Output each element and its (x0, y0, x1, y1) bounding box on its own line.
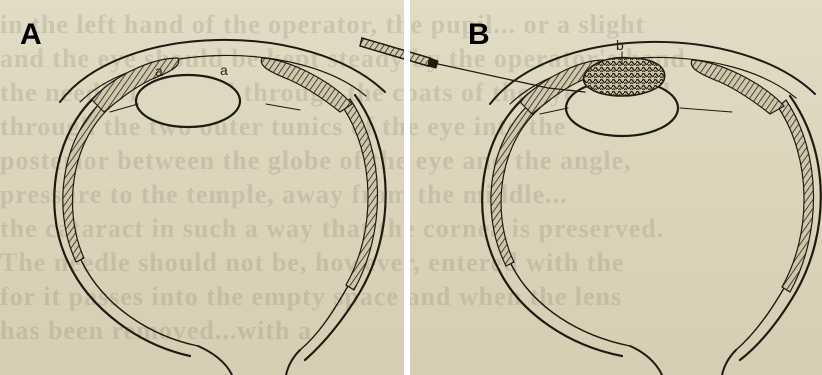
panel-label-b: B (468, 20, 490, 50)
part-label-a-right: a (220, 63, 228, 77)
panel-divider (404, 0, 410, 375)
needle-handle (360, 38, 430, 66)
eye-a (54, 40, 385, 375)
eye-a-optic-nerve (198, 346, 300, 375)
eye-a-outer-globe (54, 84, 385, 360)
part-label-b: b (616, 38, 624, 52)
eye-b (482, 42, 821, 375)
panel-label-a: A (20, 20, 42, 50)
eye-a-choroid-left (63, 90, 122, 262)
eye-b-cataract-mass (583, 58, 664, 96)
needle-ferrule (428, 58, 438, 68)
eye-b-optic-nerve (630, 346, 736, 375)
eye-a-lens (136, 75, 240, 127)
eye-b-choroid-left (491, 92, 550, 266)
part-label-a-left: a (155, 64, 163, 78)
